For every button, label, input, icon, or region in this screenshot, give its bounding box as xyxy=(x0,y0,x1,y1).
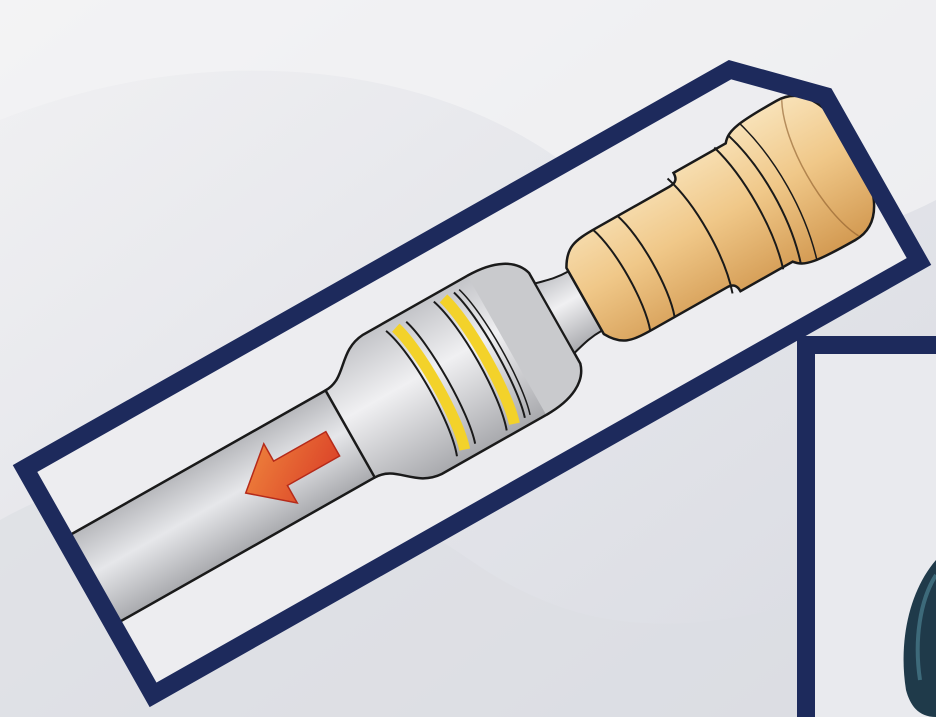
secondary-panel xyxy=(806,345,936,717)
